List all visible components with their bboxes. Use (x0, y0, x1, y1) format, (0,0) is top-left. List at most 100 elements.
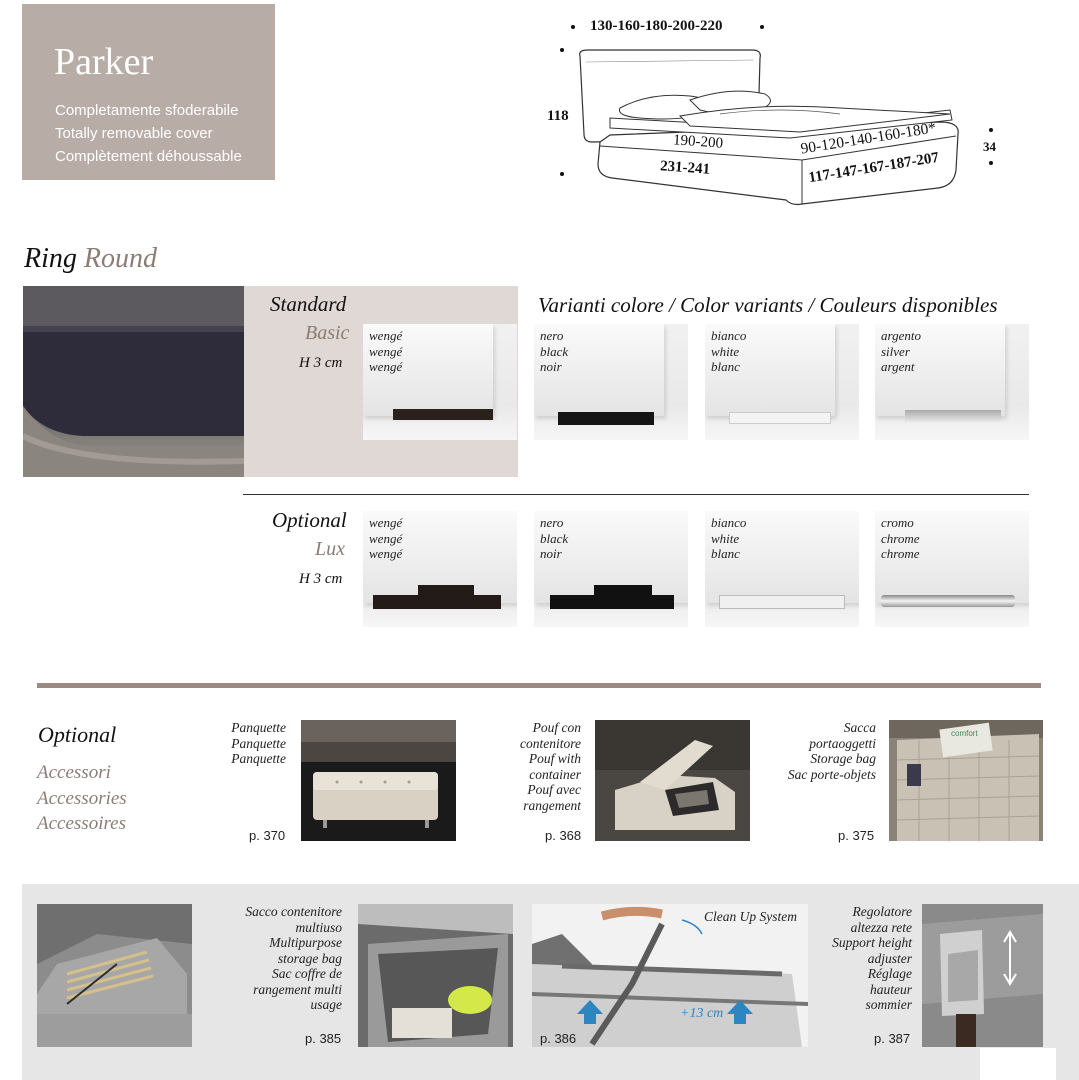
panquette-label-line: Panquette (231, 720, 286, 735)
pouf-label: Pouf con contenitore Pouf with container… (500, 720, 581, 813)
accessories-subtitle: Accessori Accessories Accessoires (37, 760, 127, 837)
swatch-foot (393, 409, 493, 420)
adjuster-label-line: altezza rete (850, 919, 912, 935)
swatch-label-line: noir (540, 546, 562, 561)
standard-title: Standard (270, 292, 347, 316)
swatch-label: argento silver argent (881, 328, 921, 375)
swatch-label: bianco white blanc (711, 515, 746, 562)
lux-title: Optional (272, 508, 347, 532)
storage-sack-label-line: rangement multi (253, 981, 342, 997)
panquette-label-line: Panquette (231, 751, 286, 766)
swatch-foot (373, 595, 501, 609)
swatch-label-line: chrome (881, 546, 920, 561)
adjuster-label-line: Regolatore (852, 904, 912, 919)
storage-bag-label-line: portaoggetti (809, 735, 876, 751)
swatch-lux-white: bianco white blanc (705, 511, 859, 627)
swatch-block (875, 511, 1029, 603)
storage-bag-label: Sacca portaoggetti Storage bag Sac porte… (760, 720, 876, 782)
height-adjuster-photo (922, 904, 1043, 1047)
cleanup-lift-label: +13 cm (680, 1006, 724, 1021)
bed-base-photo (23, 286, 244, 477)
lux-height: H 3 cm (299, 571, 343, 587)
swatch-label-line: wengé (369, 328, 403, 343)
swatch-label-line: chrome (881, 530, 920, 546)
header-line-it: Completamente sfoderabile (55, 102, 239, 119)
swatch-basic-white: bianco white blanc (705, 324, 859, 440)
swatch-label-line: wengé (369, 546, 403, 561)
swatch-block (875, 324, 1005, 416)
magazine-text: comfort (951, 729, 978, 738)
swatch-label-line: wengé (369, 343, 403, 359)
storage-open-photo (37, 904, 192, 1047)
panquette-label: Panquette Panquette Panquette (200, 720, 286, 767)
swatch-label-line: argento (881, 328, 921, 343)
model-title-word2: Round (83, 243, 157, 274)
pouf-label-line: Pouf avec (527, 782, 581, 797)
swatch-basic-black: nero black noir (534, 324, 688, 440)
adjuster-label-line: Réglage (867, 966, 912, 981)
dim-widths: 130-160-180-200-220 (590, 18, 723, 34)
swatch-label-line: silver (881, 343, 910, 359)
storage-bag-page-ref: p. 375 (838, 828, 875, 843)
header-line-en: Totally removable cover (55, 125, 213, 142)
storage-sack-label-line: Sacco contenitore (245, 904, 342, 919)
adjuster-label-line: sommier (865, 997, 913, 1012)
swatch-label-line: nero (540, 328, 564, 343)
swatch-label-line: blanc (711, 359, 740, 374)
swatch-label-line: black (540, 343, 569, 359)
swatch-label-line: wengé (369, 515, 403, 530)
swatch-foot-stem (418, 585, 474, 595)
swatch-label: nero black noir (540, 328, 568, 375)
accessories-subtitle-line: Accessoires (37, 813, 126, 834)
swatch-label: nero black noir (540, 515, 568, 562)
swatch-foot (905, 410, 1001, 422)
dim-length-outer: 231-241 (659, 158, 711, 178)
accessories-divider (37, 683, 1041, 688)
storage-sack-photo (358, 904, 513, 1047)
standard-subtitle: Basic (305, 322, 350, 344)
accessories-subtitle-line: Accessori (37, 762, 111, 783)
swatch-label: cromo chrome chrome (881, 515, 920, 562)
swatch-basic-wenge: wengé wengé wengé (363, 324, 517, 440)
pouf-label-line: rangement (523, 797, 581, 813)
header-line-fr: Complètement déhoussable (55, 148, 242, 165)
swatch-block (705, 324, 835, 416)
pouf-photo (595, 720, 750, 841)
bed-dimension-diagram (560, 25, 993, 206)
pouf-label-line: contenitore (520, 735, 581, 751)
pouf-label-line: container (529, 766, 581, 782)
swatch-lux-black: nero black noir (534, 511, 688, 627)
swatch-label-line: white (711, 343, 740, 359)
swatch-basic-silver: argento silver argent (875, 324, 1029, 440)
standard-height: H 3 cm (299, 355, 343, 371)
swatch-foot (558, 412, 654, 425)
adjuster-page-ref: p. 387 (874, 1031, 911, 1046)
storage-sack-label-line: multiuso (295, 919, 342, 935)
pouf-page-ref: p. 368 (545, 828, 582, 843)
swatch-foot-stem (594, 585, 652, 595)
swatch-lux-chrome: cromo chrome chrome (875, 511, 1029, 627)
swatch-label-line: wengé (369, 359, 403, 374)
accessories-title: Optional (38, 722, 117, 747)
lux-subtitle: Lux (315, 538, 345, 560)
storage-sack-label: Sacco contenitore multiuso Multipurpose … (230, 904, 342, 1013)
cleanup-system-label: Clean Up System (704, 909, 797, 924)
dim-length-inner: 190-200 (672, 132, 724, 152)
cleanup-system-diagram (532, 904, 808, 1047)
section-divider (243, 494, 1029, 495)
storage-sack-label-line: Sac coffre de (272, 966, 342, 981)
swatch-label-line: cromo (881, 515, 914, 530)
storage-sack-label-line: Multipurpose (269, 935, 342, 950)
product-title: Parker (54, 41, 154, 83)
swatch-label-line: noir (540, 359, 562, 374)
dim-base-height: 34 (983, 139, 996, 154)
swatch-label-line: argent (881, 359, 915, 374)
storage-bag-label-line: Sacca (843, 720, 876, 735)
swatch-lux-wenge: wengé wengé wengé (363, 511, 517, 627)
adjuster-label-line: adjuster (867, 950, 912, 966)
pouf-label-line: Pouf with (528, 751, 581, 766)
swatch-block (363, 324, 493, 416)
bed-base-illustration (23, 286, 244, 477)
swatch-label-line: blanc (711, 546, 740, 561)
storage-bag-photo: comfort (889, 720, 1043, 841)
